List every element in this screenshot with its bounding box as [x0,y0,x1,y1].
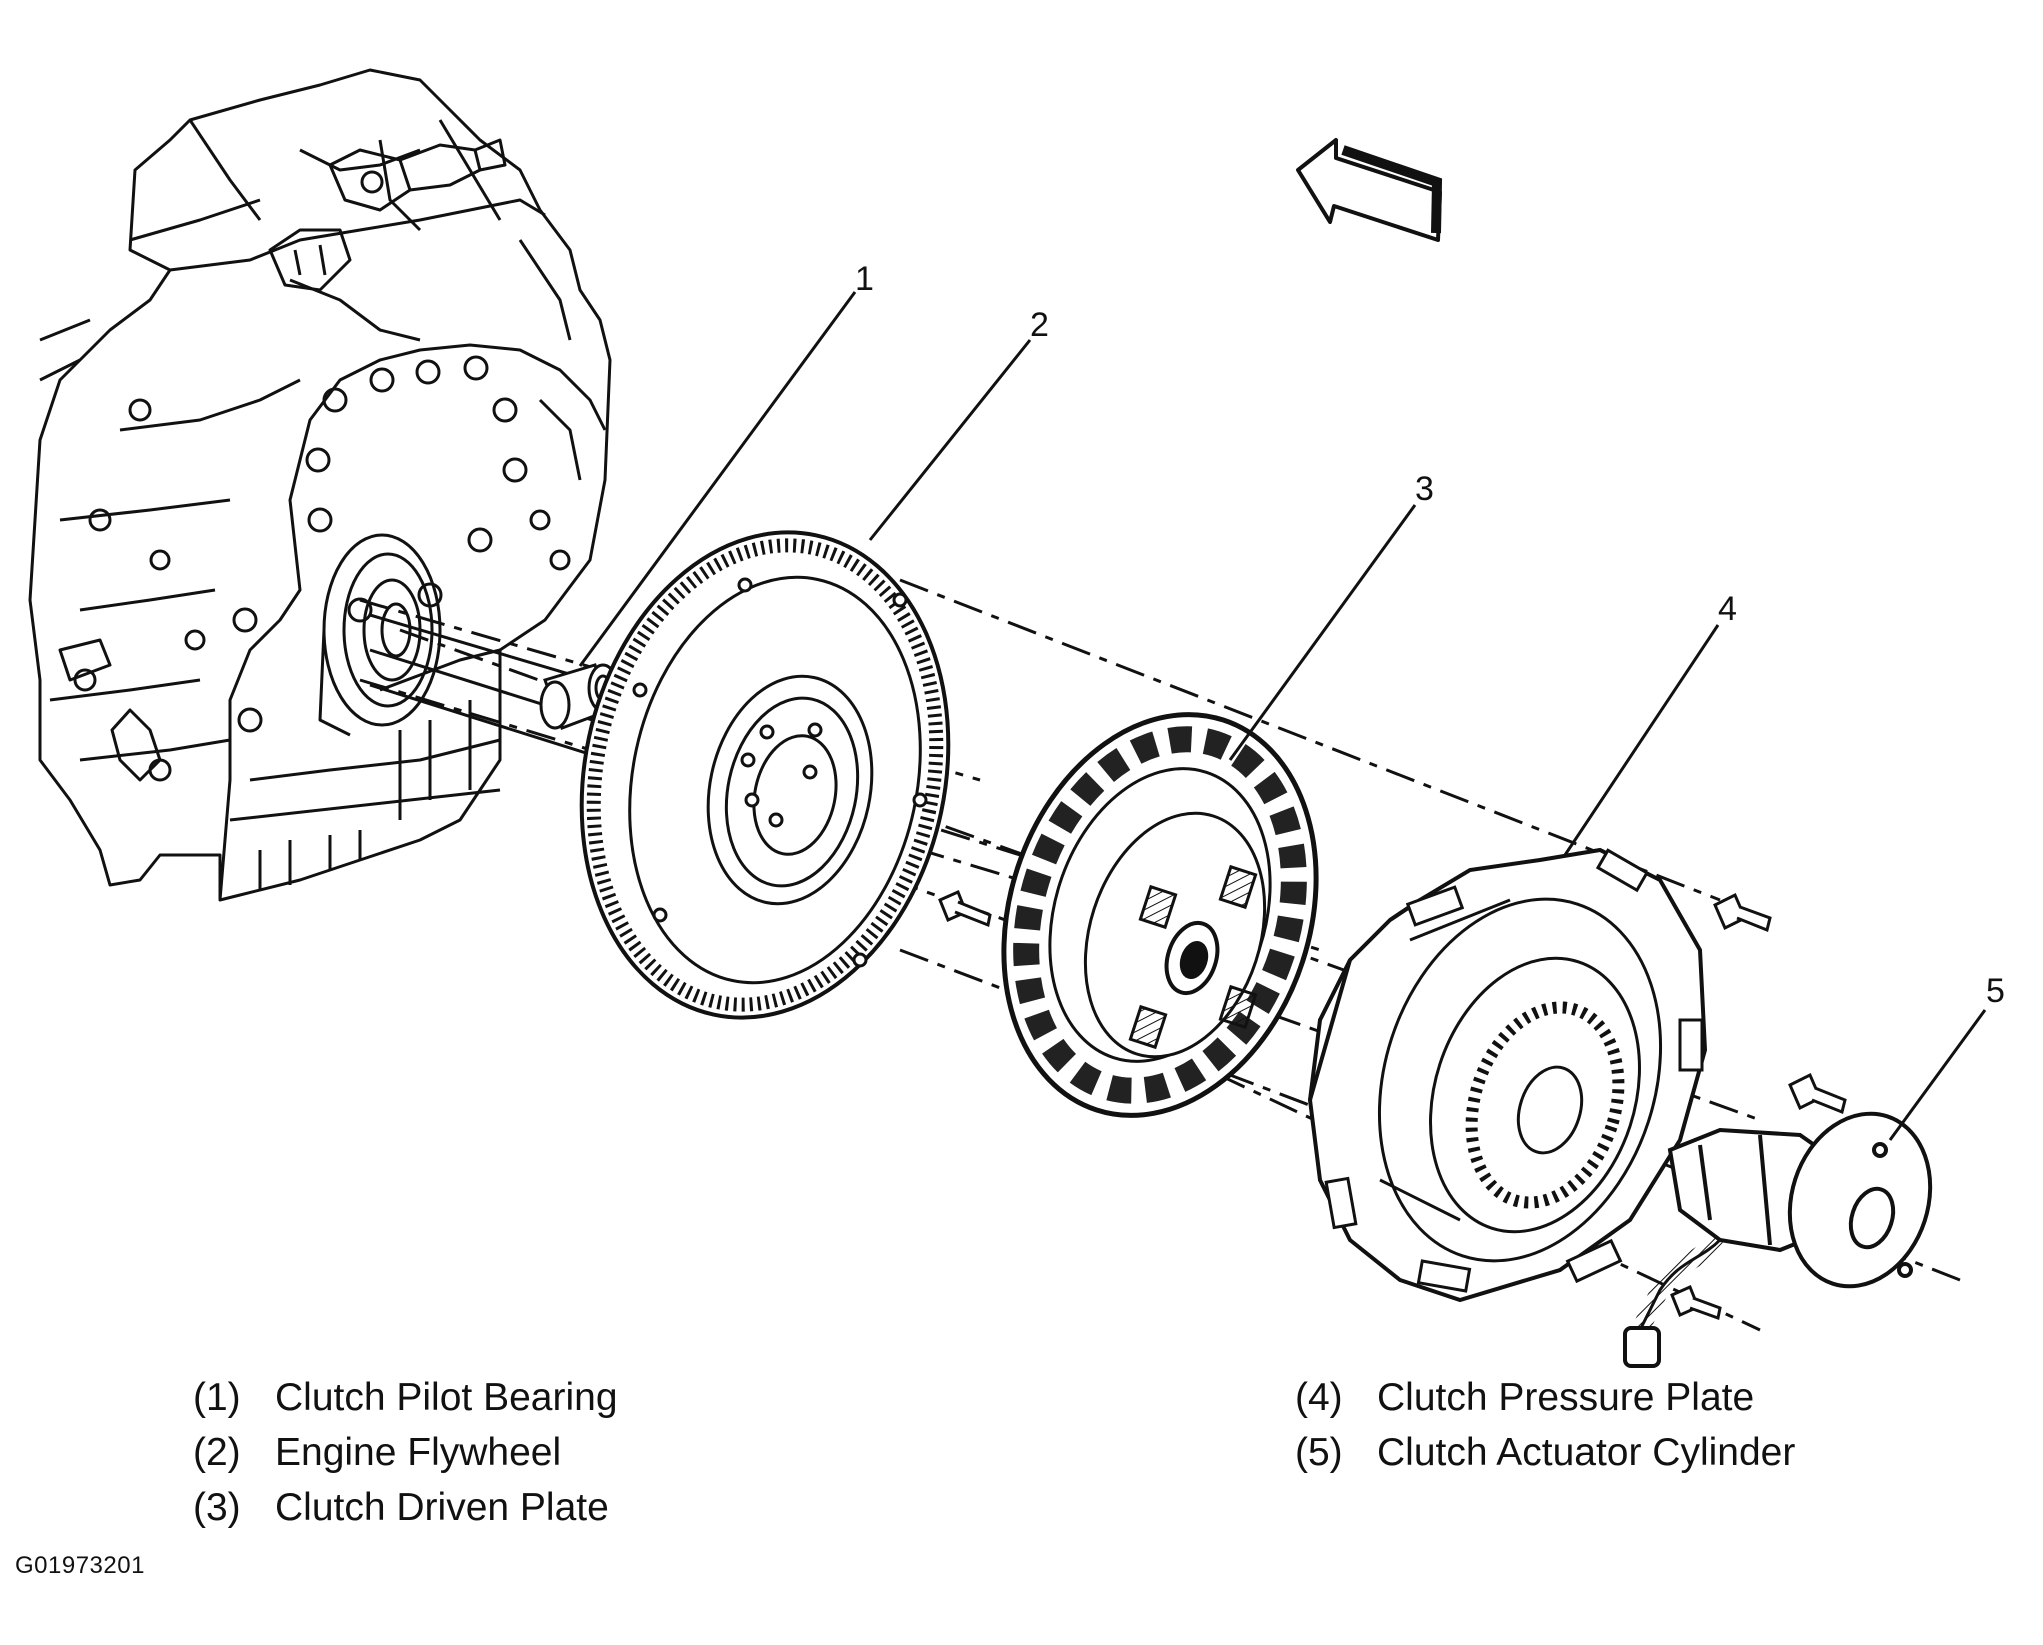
callout-1: 1 [855,260,874,298]
callout-3: 3 [1415,470,1434,508]
legend-item-3: (3) Clutch Driven Plate [193,1480,618,1535]
clutch-pressure-plate [1307,847,1708,1303]
front-direction-arrow-icon [1296,138,1443,242]
legend-label: Clutch Actuator Cylinder [1377,1431,1796,1474]
actuator-bolt-lower [1670,1284,1722,1320]
engine-block [28,68,612,902]
legend-item-5: (5) Clutch Actuator Cylinder [1295,1425,1795,1480]
legend-label: Clutch Pressure Plate [1377,1376,1755,1419]
callout-4: 4 [1718,590,1737,628]
engine-flywheel [579,530,951,1020]
legend-number: (1) [193,1376,241,1419]
legend-number: (3) [193,1486,241,1529]
callout-leader-lines [578,291,1987,1141]
pressure-plate-bolt [1713,892,1772,933]
legend-item-2: (2) Engine Flywheel [193,1425,618,1480]
legend-label: Clutch Driven Plate [275,1486,609,1529]
legend-number: (2) [193,1431,241,1474]
callout-numbers: 1 2 3 4 5 [855,260,2005,1010]
legend-number: (4) [1295,1376,1343,1419]
callout-5: 5 [1986,972,2005,1010]
legend-left-column: (1) Clutch Pilot Bearing (2) Engine Flyw… [193,1370,618,1535]
legend-right-column: (4) Clutch Pressure Plate (5) Clutch Act… [1295,1370,1795,1480]
legend-item-1: (1) Clutch Pilot Bearing [193,1370,618,1425]
figure-code: G01973201 [15,1552,145,1579]
legend-label: Engine Flywheel [275,1431,562,1474]
actuator-bolt-upper [1788,1072,1847,1115]
callout-2: 2 [1030,306,1049,344]
legend-number: (5) [1295,1431,1343,1474]
clutch-actuator-cylinder [1623,1111,1933,1368]
legend-item-4: (4) Clutch Pressure Plate [1295,1370,1795,1425]
clutch-driven-plate [1001,712,1319,1118]
legend-label: Clutch Pilot Bearing [275,1376,618,1419]
flywheel-bolt [938,889,992,928]
